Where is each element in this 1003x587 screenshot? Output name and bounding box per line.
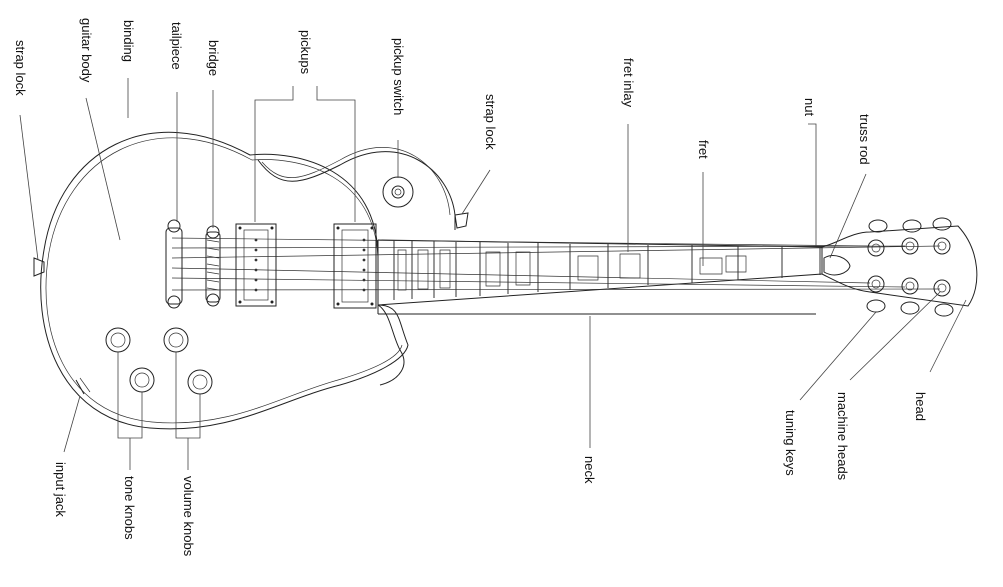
label-pickup-switch: pickup switch [391, 38, 406, 115]
labels: strap lock guitar body binding tailpiece… [13, 18, 928, 557]
frets [393, 240, 821, 300]
label-pickups: pickups [298, 30, 313, 75]
pickup-neck [333, 223, 377, 309]
label-bridge: bridge [206, 40, 221, 76]
label-fret-inlay: fret inlay [621, 58, 636, 108]
label-neck: neck [582, 456, 597, 484]
label-head: head [913, 392, 928, 421]
input-jack-plate [75, 377, 91, 395]
label-volume-knobs: volume knobs [181, 476, 196, 557]
label-guitar-body: guitar body [79, 18, 94, 83]
fret-inlays [397, 249, 747, 291]
tuning-keys [866, 217, 954, 317]
label-nut: nut [802, 98, 817, 116]
strap-lock-right-peg [454, 212, 469, 229]
label-tone-knobs: tone knobs [122, 476, 137, 540]
label-strap-lock-right: strap lock [483, 94, 498, 150]
tone-knob-2 [129, 367, 155, 393]
label-binding: binding [121, 20, 136, 62]
headstock [821, 225, 978, 307]
strings [171, 237, 941, 291]
guitar-body-outline [40, 131, 456, 430]
label-machine-heads: machine heads [835, 392, 850, 481]
strap-lock-left-peg [33, 257, 45, 277]
tone-knob-1 [105, 327, 131, 353]
pickup-bridge [235, 223, 277, 307]
bridge [205, 225, 221, 307]
label-input-jack: input jack [53, 462, 68, 517]
tailpiece [165, 219, 183, 309]
volume-knob-2 [187, 369, 213, 395]
label-fret: fret [696, 140, 711, 159]
pickup-switch [382, 176, 414, 208]
volume-knob-1 [163, 327, 189, 353]
label-strap-lock-left: strap lock [13, 40, 28, 96]
machine-heads [867, 237, 951, 297]
label-tailpiece: tailpiece [169, 22, 184, 70]
label-truss-rod: truss rod [857, 114, 872, 165]
label-tuning-keys: tuning keys [783, 410, 798, 476]
leader-lines [19, 78, 967, 470]
